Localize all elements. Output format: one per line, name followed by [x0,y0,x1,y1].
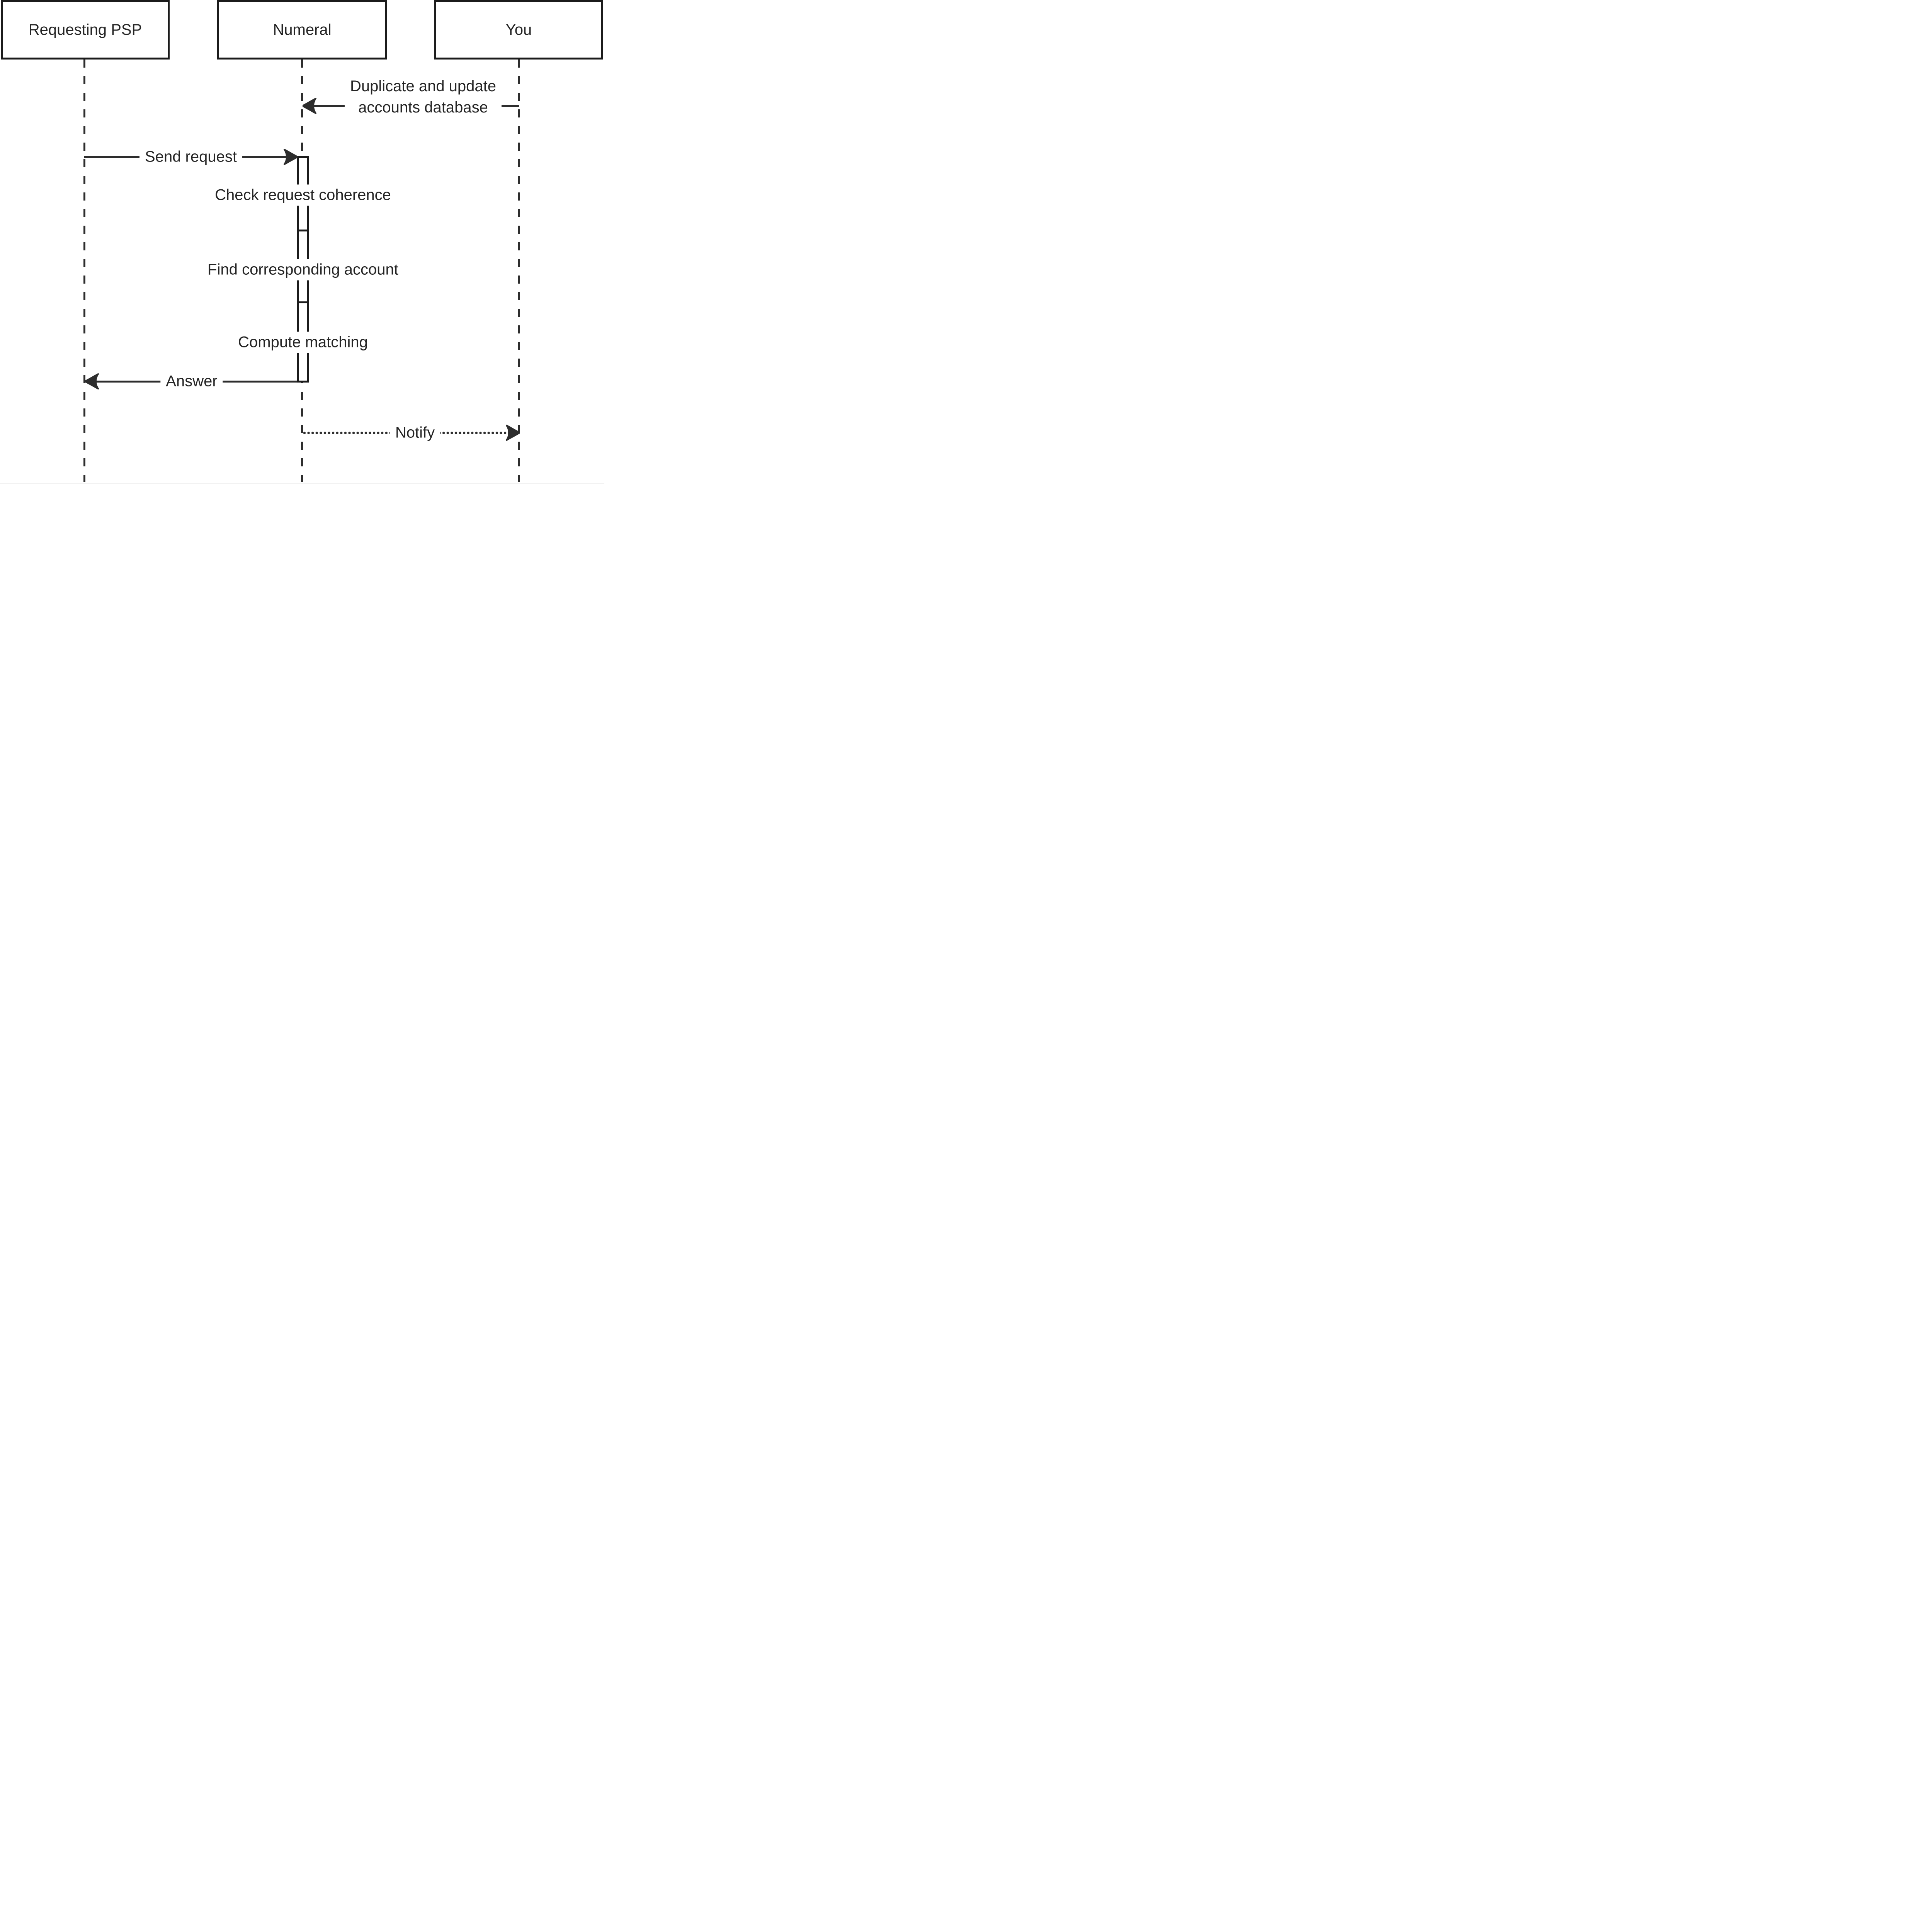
actor-label-requesting-psp: Requesting PSP [28,21,142,38]
message-label-answer: Answer [160,371,223,392]
lifeline-requesting-psp [83,60,85,482]
actor-label-you: You [505,21,532,38]
activation-divider-2 [297,301,309,303]
message-label-duplicate-line1: Duplicate and update [350,78,497,95]
message-label-send-request: Send request [139,146,242,168]
activity-label-find-corresponding-account: Find corresponding account [202,259,404,281]
arrowhead-right-icon [284,149,298,165]
actor-label-numeral: Numeral [273,21,332,38]
message-label-notify: Notify [389,422,440,444]
actor-box-requesting-psp: Requesting PSP [1,0,170,60]
lifeline-you [518,60,520,482]
activation-divider-1 [297,230,309,231]
bottom-edge-strip [0,483,604,484]
actor-box-numeral: Numeral [217,0,387,60]
message-label-duplicate: Duplicate and update accounts database [344,76,502,118]
activity-label-check-request-coherence: Check request coherence [209,184,396,206]
activity-label-compute-matching: Compute matching [233,332,373,353]
sequence-diagram: Requesting PSP Numeral You Duplicate and… [0,0,604,484]
message-label-duplicate-line2: accounts database [358,99,488,116]
arrowhead-left-icon [303,98,316,114]
arrowhead-right-icon [506,425,520,441]
arrowhead-left-icon [85,373,99,389]
actor-box-you: You [434,0,603,60]
